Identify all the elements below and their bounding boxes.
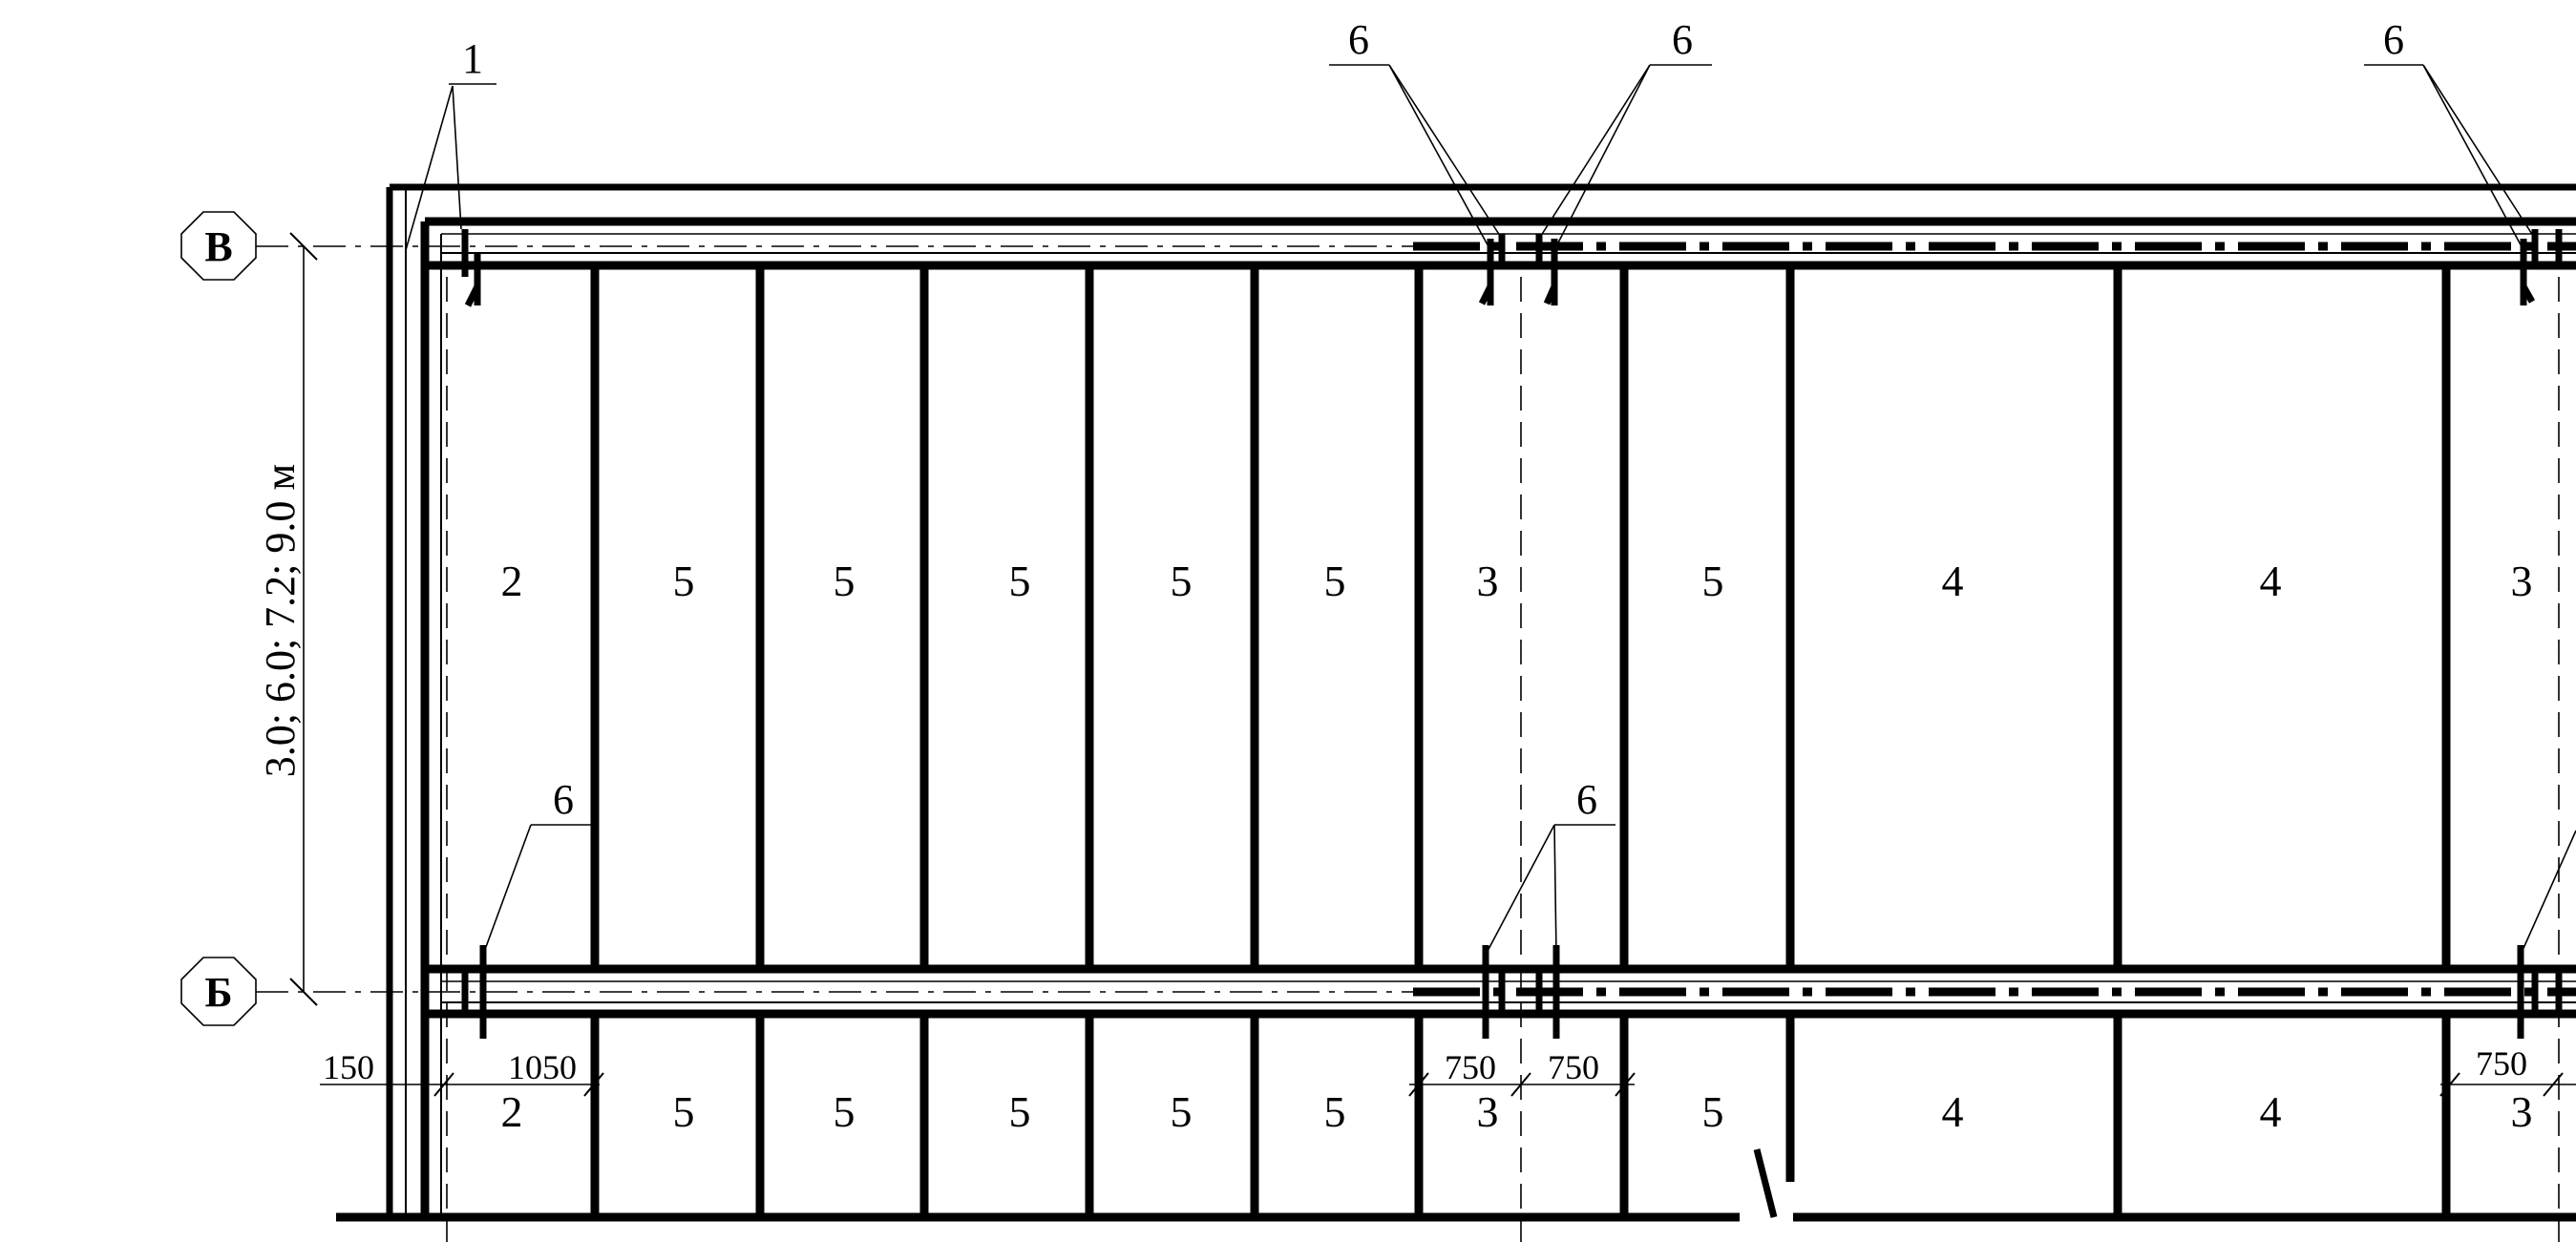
axis-marker-upper: В <box>180 211 257 281</box>
leader-6-top-a: 6 <box>1329 16 1503 251</box>
panel-mark: 3 <box>2511 557 2533 605</box>
panel-mark: 5 <box>673 1087 695 1136</box>
panel-marks-upper: 2 5 5 5 5 5 3 5 4 4 3 <box>501 557 2533 605</box>
wall-outline <box>336 183 2576 1222</box>
panel-mark: 5 <box>834 557 855 605</box>
panel-mark: 2 <box>501 557 523 605</box>
panel-mark: 2 <box>501 1087 523 1136</box>
panel-mark: 4 <box>2260 1087 2282 1136</box>
panel-marks-lower: 2 5 5 5 5 5 3 5 4 4 3 <box>501 1087 2533 1136</box>
fasteners <box>461 229 2563 1039</box>
dimension-750-a: 750 <box>1445 1048 1496 1086</box>
panel-mark: 5 <box>1324 557 1346 605</box>
leader-6-top-b: 6 <box>1538 16 1712 251</box>
leader-1: 1 <box>405 35 496 251</box>
panel-mark: 4 <box>2260 557 2282 605</box>
upper-beam <box>256 233 2576 270</box>
leader-6-bottom-a: 6 <box>482 776 592 956</box>
leader-6-bottom-c <box>2520 830 2576 956</box>
panel-mark: 5 <box>1702 1087 1724 1136</box>
axis-marker-lower: Б <box>180 957 257 1026</box>
leader-label-6-bottom-b: 6 <box>1576 776 1597 823</box>
dimension-1050: 1050 <box>508 1048 577 1086</box>
panel-mark: 5 <box>1171 1087 1193 1136</box>
leader-label-6-top-c: 6 <box>2383 16 2404 63</box>
leader-6-bottom-b: 6 <box>1485 776 1615 956</box>
leader-6-top-c: 6 <box>2364 16 2536 251</box>
panel-mark: 4 <box>1942 1087 1964 1136</box>
leader-label-6-bottom-a: 6 <box>553 776 574 823</box>
panel-mark: 3 <box>1477 1087 1499 1136</box>
axis-label-lower: Б <box>204 969 232 1016</box>
panel-mark: 5 <box>1171 557 1193 605</box>
horizontal-dimensions: 150 1050 750 750 750 <box>320 1044 2576 1097</box>
panel-joints <box>446 269 2560 1242</box>
panel-mark: 3 <box>2511 1087 2533 1136</box>
dimension-150: 150 <box>323 1048 374 1086</box>
axis-label-upper: В <box>204 223 232 270</box>
leader-label-1: 1 <box>462 35 483 82</box>
panel-mark: 5 <box>1702 557 1724 605</box>
leader-label-6-top-b: 6 <box>1672 16 1693 63</box>
vertical-dimension: 3.0; 6.0; 7.2; 9.0 м <box>257 232 318 1006</box>
leader-label-6-top-a: 6 <box>1348 16 1369 63</box>
panel-mark: 5 <box>1009 1087 1031 1136</box>
panel-mark: 5 <box>834 1087 855 1136</box>
vertical-dimension-text: 3.0; 6.0; 7.2; 9.0 м <box>257 464 304 778</box>
panel-mark: 4 <box>1942 557 1964 605</box>
panel-mark: 5 <box>1009 557 1031 605</box>
dimension-750-c: 750 <box>2476 1044 2527 1083</box>
lower-beam <box>256 964 2576 1019</box>
panel-mark: 5 <box>673 557 695 605</box>
panel-mark: 3 <box>1477 557 1499 605</box>
dimension-750-b: 750 <box>1548 1048 1599 1086</box>
panel-mark: 5 <box>1324 1087 1346 1136</box>
